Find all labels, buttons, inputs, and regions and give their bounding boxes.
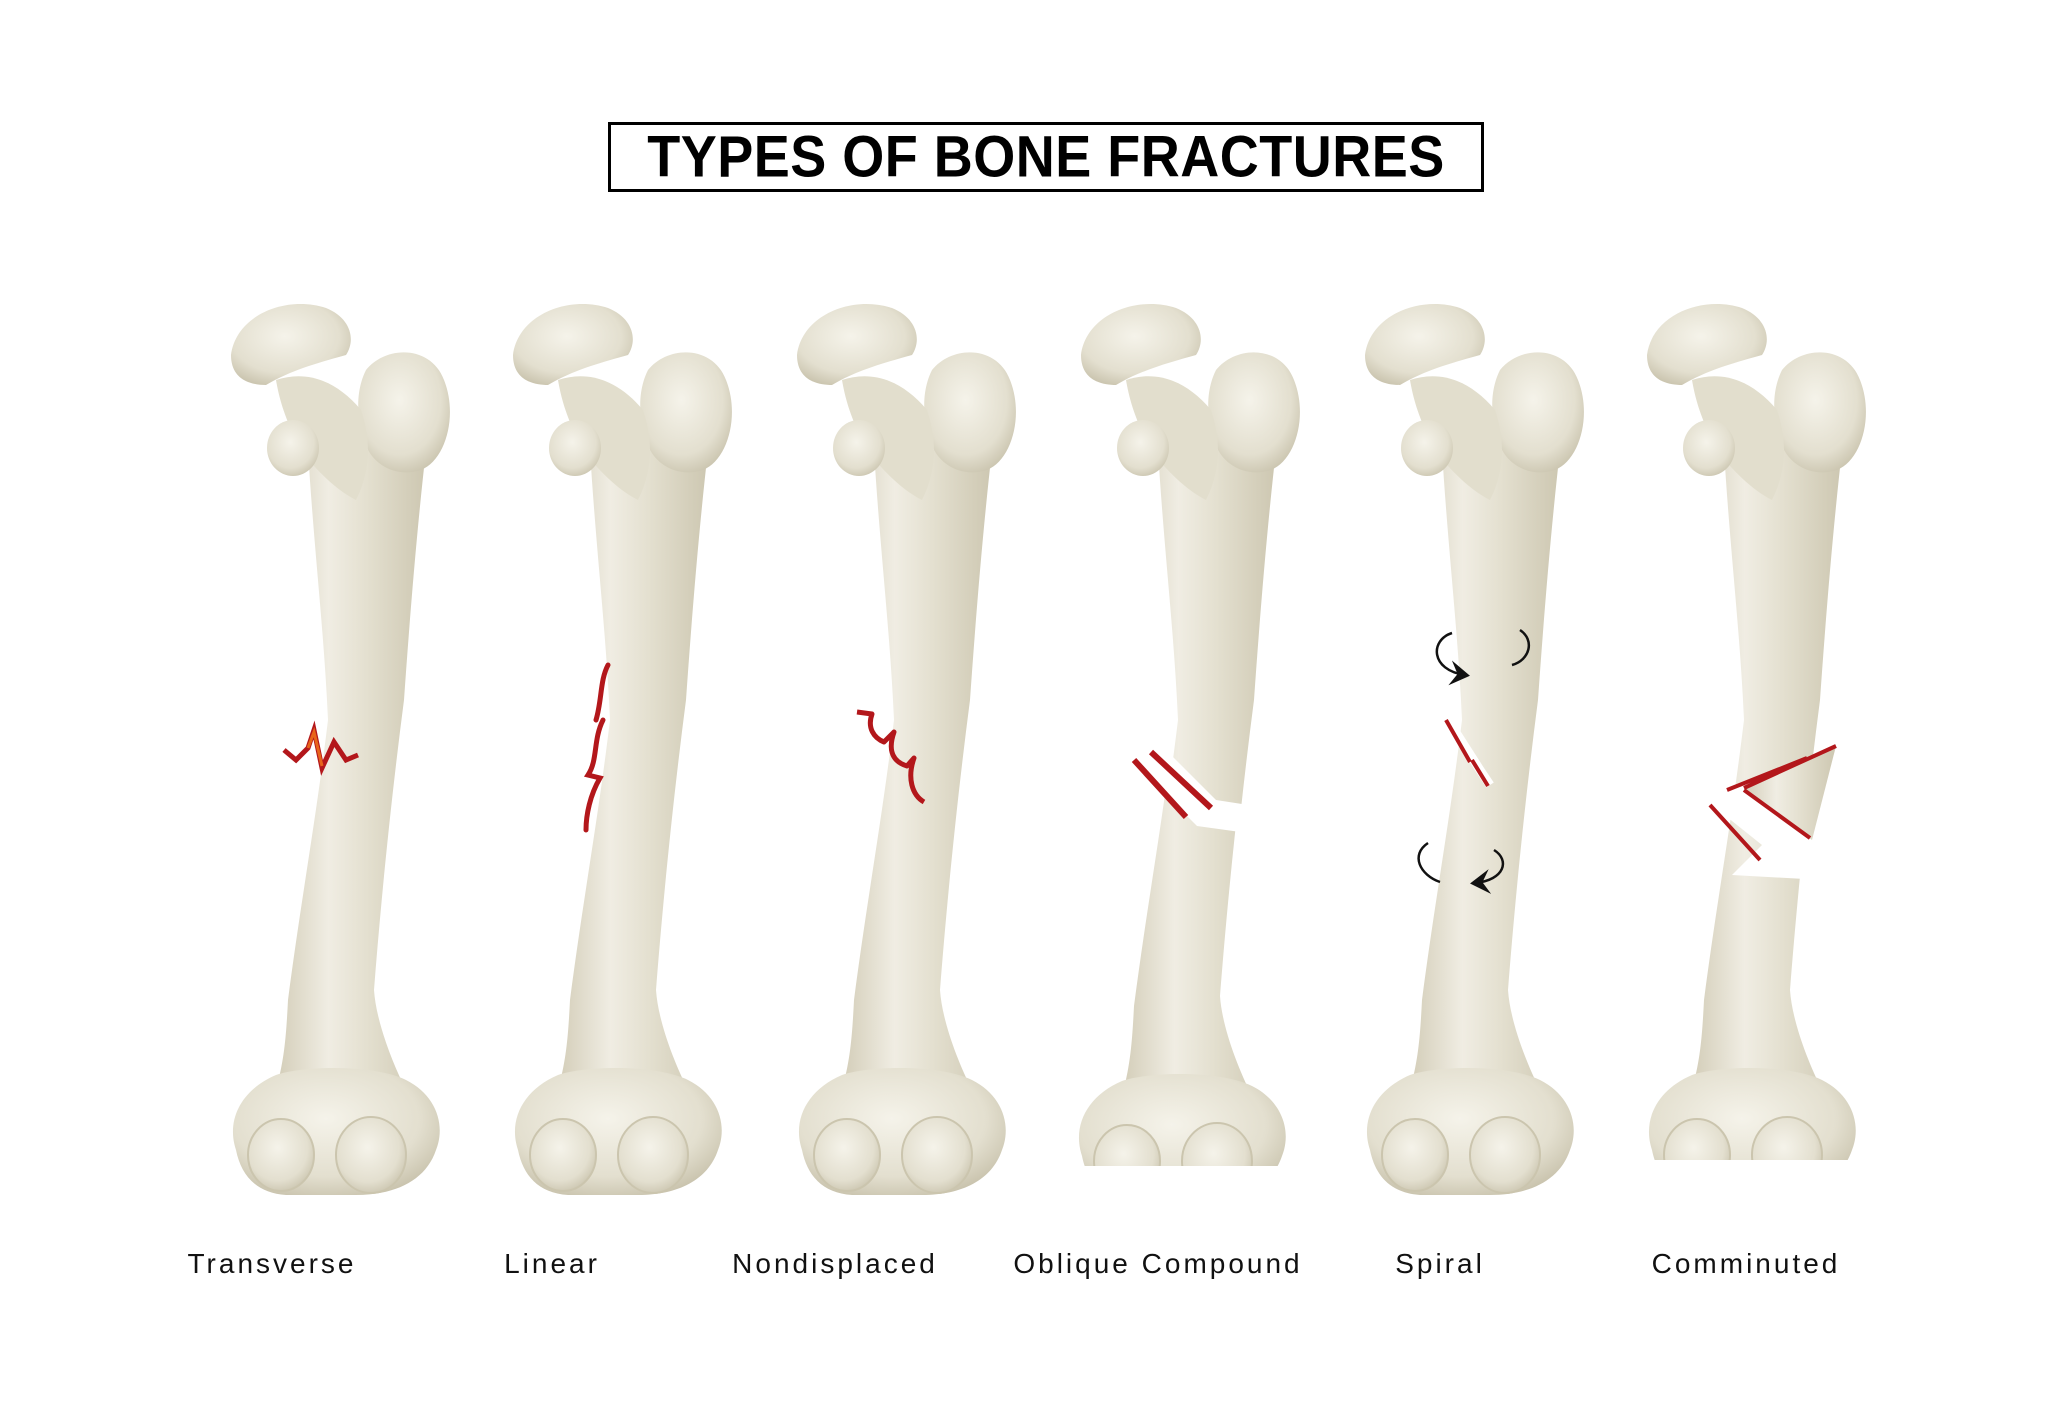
femur-illustration (796, 303, 1017, 1196)
femur-illustration (512, 303, 733, 1196)
femur-illustration (230, 303, 451, 1196)
label-transverse: Transverse (187, 1248, 357, 1279)
label-comminuted: Comminuted (1651, 1248, 1841, 1279)
bone-transverse (196, 300, 496, 1196)
femur-illustration (1364, 303, 1585, 1196)
title-box: TYPES OF BONE FRACTURES (608, 122, 1484, 192)
bone-fragment (1744, 746, 1836, 840)
bone-comminuted (1612, 300, 1912, 1160)
multi-fragment-break-icon (1708, 744, 1837, 862)
bone-nondisplaced (762, 300, 1062, 1196)
longitudinal-crack-icon (583, 662, 611, 833)
femur-illustration (1076, 303, 1301, 1166)
rotation-arrow-icon (1417, 841, 1441, 884)
bone-linear (478, 300, 778, 1196)
label-spiral: Spiral (1395, 1248, 1485, 1279)
spiral-break-icon (1444, 719, 1490, 788)
bone-spiral (1330, 300, 1630, 1196)
label-linear: Linear (504, 1248, 600, 1279)
bone-oblique-compound (1046, 300, 1346, 1166)
label-oblique-compound: Oblique Compound (1013, 1248, 1303, 1279)
stepped-crack-icon (856, 709, 926, 805)
femur-illustration (1646, 303, 1867, 1160)
oblique-break-icon (1131, 749, 1214, 820)
label-nondisplaced: Nondisplaced (732, 1248, 938, 1279)
page-title: TYPES OF BONE FRACTURES (647, 124, 1445, 190)
rotation-arrow-icon (1435, 631, 1470, 686)
